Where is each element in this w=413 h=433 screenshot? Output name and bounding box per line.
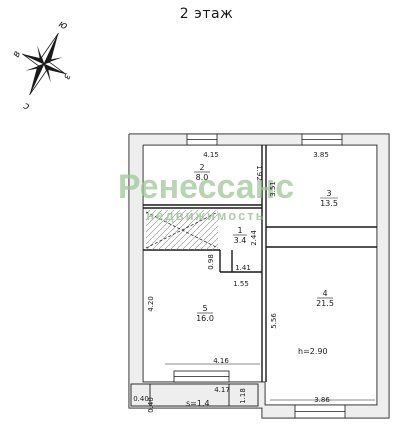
room-1: 1 3.4 bbox=[233, 226, 247, 245]
room-2: 2 8.0 bbox=[194, 163, 210, 182]
dim-4-20: 4.20 bbox=[147, 296, 155, 312]
room-5-area: 16.0 bbox=[196, 314, 214, 323]
room-3-area: 13.5 bbox=[320, 199, 338, 208]
wall-fill bbox=[129, 134, 389, 418]
dim-1-41: 1.41 bbox=[235, 264, 251, 272]
ceiling-height: h=2.90 bbox=[298, 347, 328, 356]
compass-west-label: в bbox=[11, 49, 24, 59]
walls bbox=[128, 133, 390, 419]
compass-north-label: ю bbox=[57, 19, 69, 33]
dim-5-56: 5.56 bbox=[270, 313, 278, 329]
watermark-tagline: недвижимость bbox=[146, 208, 265, 223]
dim-3-85: 3.85 bbox=[313, 151, 329, 159]
compass-east-label: з bbox=[61, 72, 73, 81]
compass-south-label: с bbox=[21, 100, 31, 113]
dim-0-40: 0.40 bbox=[133, 395, 149, 403]
room-4-number: 4 bbox=[322, 289, 327, 298]
room-3-number: 3 bbox=[326, 189, 331, 198]
room-4-area: 21.5 bbox=[316, 299, 334, 308]
compass-rose bbox=[22, 32, 66, 96]
floor-title: 2 этаж bbox=[179, 6, 234, 22]
dim-4-17: 4.17 bbox=[214, 386, 230, 394]
room-5: 5 16.0 bbox=[196, 304, 214, 323]
dim-1-18: 1.18 bbox=[239, 388, 247, 404]
room-4: 4 21.5 bbox=[316, 289, 334, 308]
room-5-number: 5 bbox=[202, 304, 207, 313]
watermark-brand: Ренессанс bbox=[118, 168, 294, 206]
dimension-labels: 4.15 3.85 1.92 3.51 2.44 0.98 1.41 1.55 … bbox=[133, 151, 330, 413]
dim-1-92: 1.92 bbox=[255, 165, 263, 181]
balcony bbox=[130, 383, 259, 407]
dim-3-51: 3.51 bbox=[269, 181, 277, 197]
room-2-area: 8.0 bbox=[196, 173, 209, 182]
dim-1-55: 1.55 bbox=[233, 280, 249, 288]
dim-2-44: 2.44 bbox=[250, 230, 258, 246]
dim-0-40-vertical: 0.40 bbox=[147, 397, 155, 413]
dim-0-98: 0.98 bbox=[207, 254, 215, 270]
dim-4-15: 4.15 bbox=[203, 151, 219, 159]
dim-4-16: 4.16 bbox=[213, 357, 229, 365]
room-2-number: 2 bbox=[199, 163, 204, 172]
stair-lines bbox=[145, 211, 219, 249]
room-1-area: 3.4 bbox=[234, 236, 247, 245]
balcony-area: s=1.4 bbox=[186, 399, 210, 408]
room-1-number: 1 bbox=[237, 226, 242, 235]
room-3: 3 13.5 bbox=[320, 189, 338, 208]
windows bbox=[173, 133, 346, 419]
dimension-lines bbox=[165, 211, 375, 401]
